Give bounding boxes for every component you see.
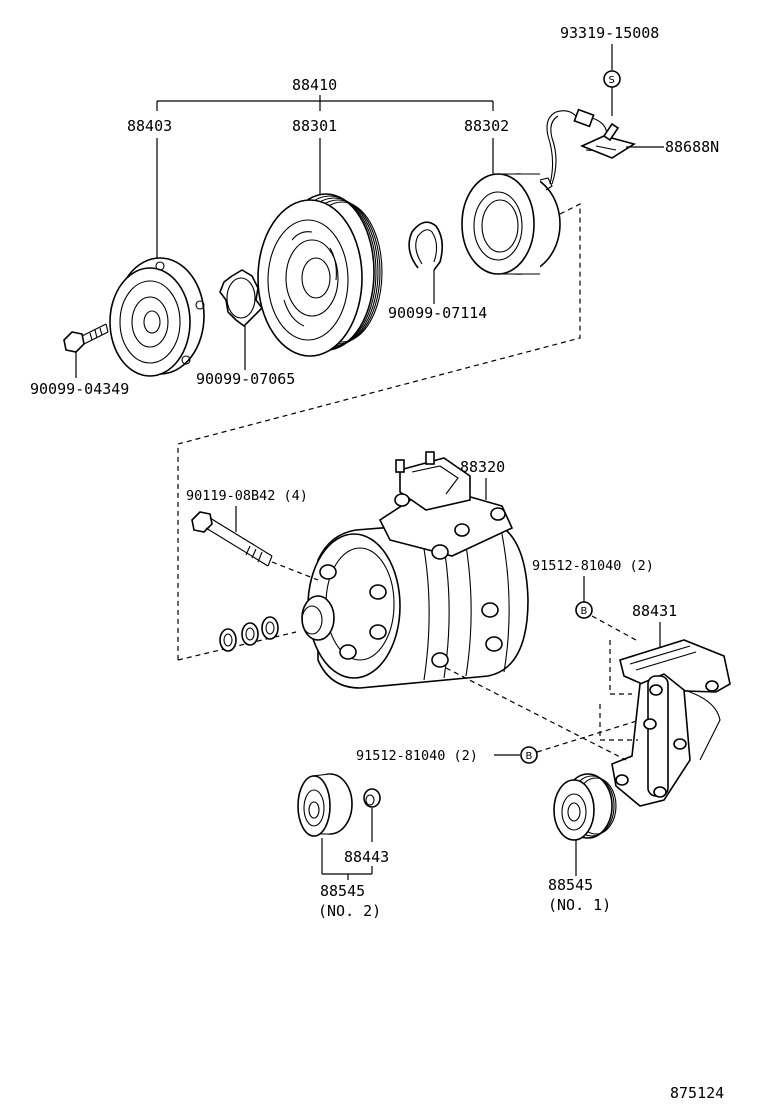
b-mark-lower-letter: B: [526, 751, 533, 762]
snap-ring-90099-07114: [408, 221, 444, 304]
callout-90099-07065: 90099-07065: [196, 370, 295, 388]
callout-90099-07114: 90099-07114: [388, 304, 487, 322]
callout-88545-no1-sub: (NO. 1): [548, 896, 611, 914]
compressor-88320: [301, 451, 529, 689]
clamp-88688N: [579, 122, 636, 159]
bracket-88431: [611, 639, 731, 807]
washers: [219, 616, 279, 652]
dashed-assembly-link: [177, 203, 581, 660]
dashed-bracket-upper: [609, 640, 632, 695]
pulley-88301: [257, 193, 383, 357]
callout-88431: 88431: [632, 602, 677, 620]
callout-88403: 88403: [127, 117, 172, 135]
callout-91512-81040-upper: 91512-81040 (2): [532, 558, 654, 574]
idler-pulley-88545-no1: [553, 773, 617, 841]
callout-88545-no1: 88545: [548, 876, 593, 894]
nut-88443: [363, 788, 381, 808]
callout-88545-no2-sub: (NO. 2): [318, 902, 381, 920]
dashed-bracket-mid: [599, 704, 638, 741]
idler-pulley-88545-no2: [297, 773, 353, 837]
callout-88688N: 88688N: [665, 138, 719, 156]
bolt-90119-08B42: [191, 511, 273, 567]
assembly-88410-bracket: [156, 95, 494, 111]
callout-88410: 88410: [292, 76, 337, 94]
callout-93319-15008: 93319-15008: [560, 24, 659, 42]
b-mark-lower: [520, 746, 538, 764]
callout-91512-81040-lower: 91512-81040 (2): [356, 748, 478, 764]
callout-90119-08B42: 90119-08B42 (4): [186, 488, 308, 504]
b-mark-upper-letter: B: [581, 606, 588, 617]
callout-88320: 88320: [460, 458, 505, 476]
b-mark-upper: [575, 601, 593, 619]
callout-88545-no2: 88545: [320, 882, 365, 900]
dashed-compressor-bracket: [445, 667, 627, 761]
callout-88443: 88443: [344, 848, 389, 866]
clutch-hub-88403: [109, 257, 205, 377]
field-coil-88302: [461, 108, 608, 275]
s-mark-letter: S: [609, 75, 615, 86]
callout-90099-04349: 90099-04349: [30, 380, 129, 398]
callout-88302: 88302: [464, 117, 509, 135]
shim-90099-07065: [219, 269, 264, 370]
figure-number: 875124: [670, 1084, 724, 1102]
bolt-90099-04349: [63, 323, 109, 378]
callout-88301: 88301: [292, 117, 337, 135]
